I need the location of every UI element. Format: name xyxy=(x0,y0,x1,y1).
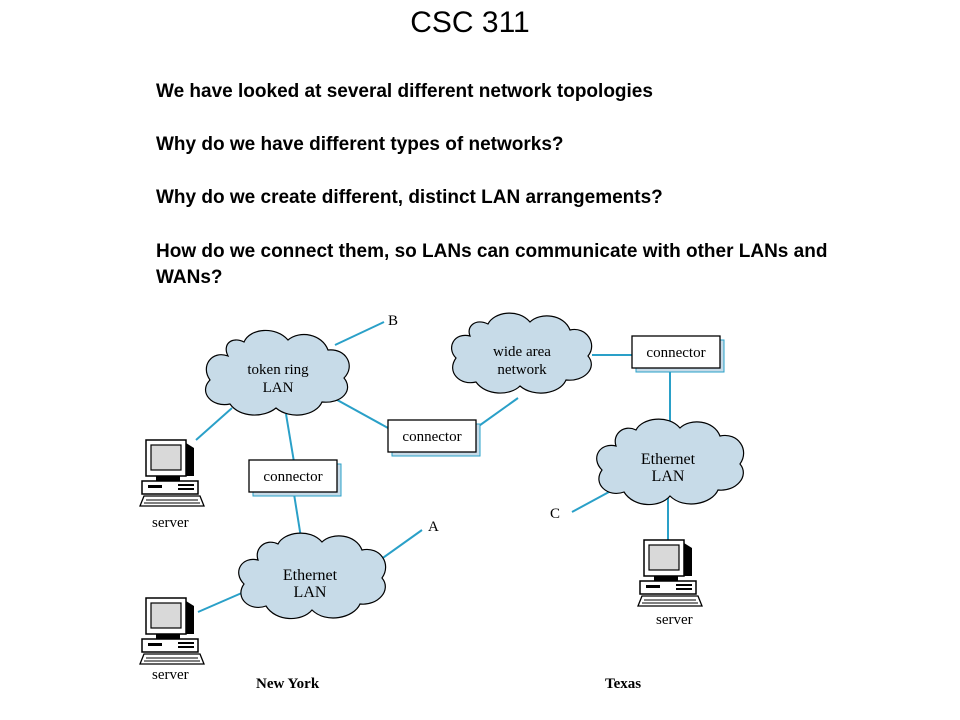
site-new-york-label: New York xyxy=(256,676,320,692)
connector-left-label: connector xyxy=(263,469,322,485)
connector-middle-label: connector xyxy=(402,429,461,445)
computer-icon xyxy=(139,439,205,507)
ethernet-ny-label-line1: Ethernet xyxy=(283,567,338,584)
connector-box-left: connector xyxy=(248,459,342,497)
site-texas-label: Texas xyxy=(605,676,641,692)
server-ny-bottom: server xyxy=(139,597,205,683)
node-c-label: C xyxy=(550,506,560,522)
bullet-connect-lans: How do we connect them, so LANs can comm… xyxy=(156,241,828,288)
token-ring-label-line2: LAN xyxy=(263,380,294,396)
connector-right-label: connector xyxy=(646,345,705,361)
wan-label-line1: wide area xyxy=(493,344,551,360)
link-token-ring-server-ny xyxy=(195,407,233,441)
bullet-list: We have looked at several different netw… xyxy=(156,80,876,320)
server-tx: server xyxy=(637,539,703,628)
server-ny-top-label: server xyxy=(152,515,189,531)
server-ny-bottom-label: server xyxy=(152,667,189,683)
server-tx-label: server xyxy=(656,612,693,628)
links xyxy=(195,321,671,613)
ethernet-ny-label-line2: LAN xyxy=(294,584,327,601)
bullet-topologies: We have looked at several different netw… xyxy=(156,81,653,102)
node-a-label: A xyxy=(428,519,439,535)
token-ring-lan-cloud: token ring LAN xyxy=(204,329,350,416)
wide-area-network-cloud: wide area network xyxy=(451,312,593,394)
link-token-ring-middle-connector xyxy=(329,395,389,429)
computer-icon xyxy=(139,597,205,665)
slide-title: CSC 311 xyxy=(410,6,530,39)
link-token-ring-left-connector xyxy=(285,413,295,463)
ethernet-tx-label-line2: LAN xyxy=(652,468,685,485)
link-middle-connector-wan xyxy=(475,397,519,429)
ethernet-lan-tx-cloud: Ethernet LAN xyxy=(596,418,745,506)
connector-box-right: connector xyxy=(631,335,725,373)
link-token-ring-b xyxy=(334,321,385,346)
link-ethernet-ny-server-ny xyxy=(197,591,245,613)
wan-label-line2: network xyxy=(497,362,547,378)
computer-icon xyxy=(637,539,703,607)
node-b-label: B xyxy=(388,313,398,329)
bullet-lan-arrangements: Why do we create different, distinct LAN… xyxy=(156,187,663,208)
server-ny-top: server xyxy=(139,439,205,531)
bullet-network-types: Why do we have different types of networ… xyxy=(156,134,564,155)
ethernet-tx-label-line1: Ethernet xyxy=(641,451,696,468)
connector-box-middle: connector xyxy=(387,419,481,457)
ethernet-lan-ny-cloud: Ethernet LAN xyxy=(238,532,387,620)
token-ring-label-line1: token ring xyxy=(247,362,309,378)
link-ethernet-ny-a xyxy=(379,529,423,561)
